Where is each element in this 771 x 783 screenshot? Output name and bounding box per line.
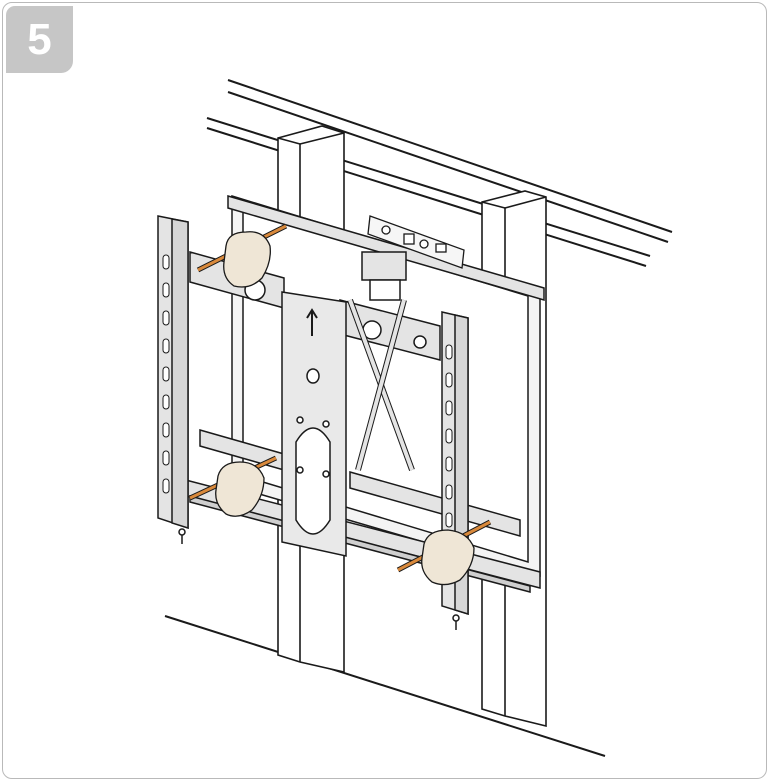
hand-pencil-icon	[188, 455, 278, 517]
hand-pencil-icon	[196, 223, 288, 288]
center-wall-plate	[281, 291, 347, 557]
bubble-level-icon	[367, 215, 465, 269]
floor-line	[164, 615, 606, 757]
up-arrow-icon	[306, 308, 318, 336]
step-number: 5	[27, 14, 52, 64]
step-badge: 5	[6, 6, 73, 73]
hand-pencil-icon	[396, 519, 492, 586]
vertical-rail-left	[157, 215, 189, 544]
